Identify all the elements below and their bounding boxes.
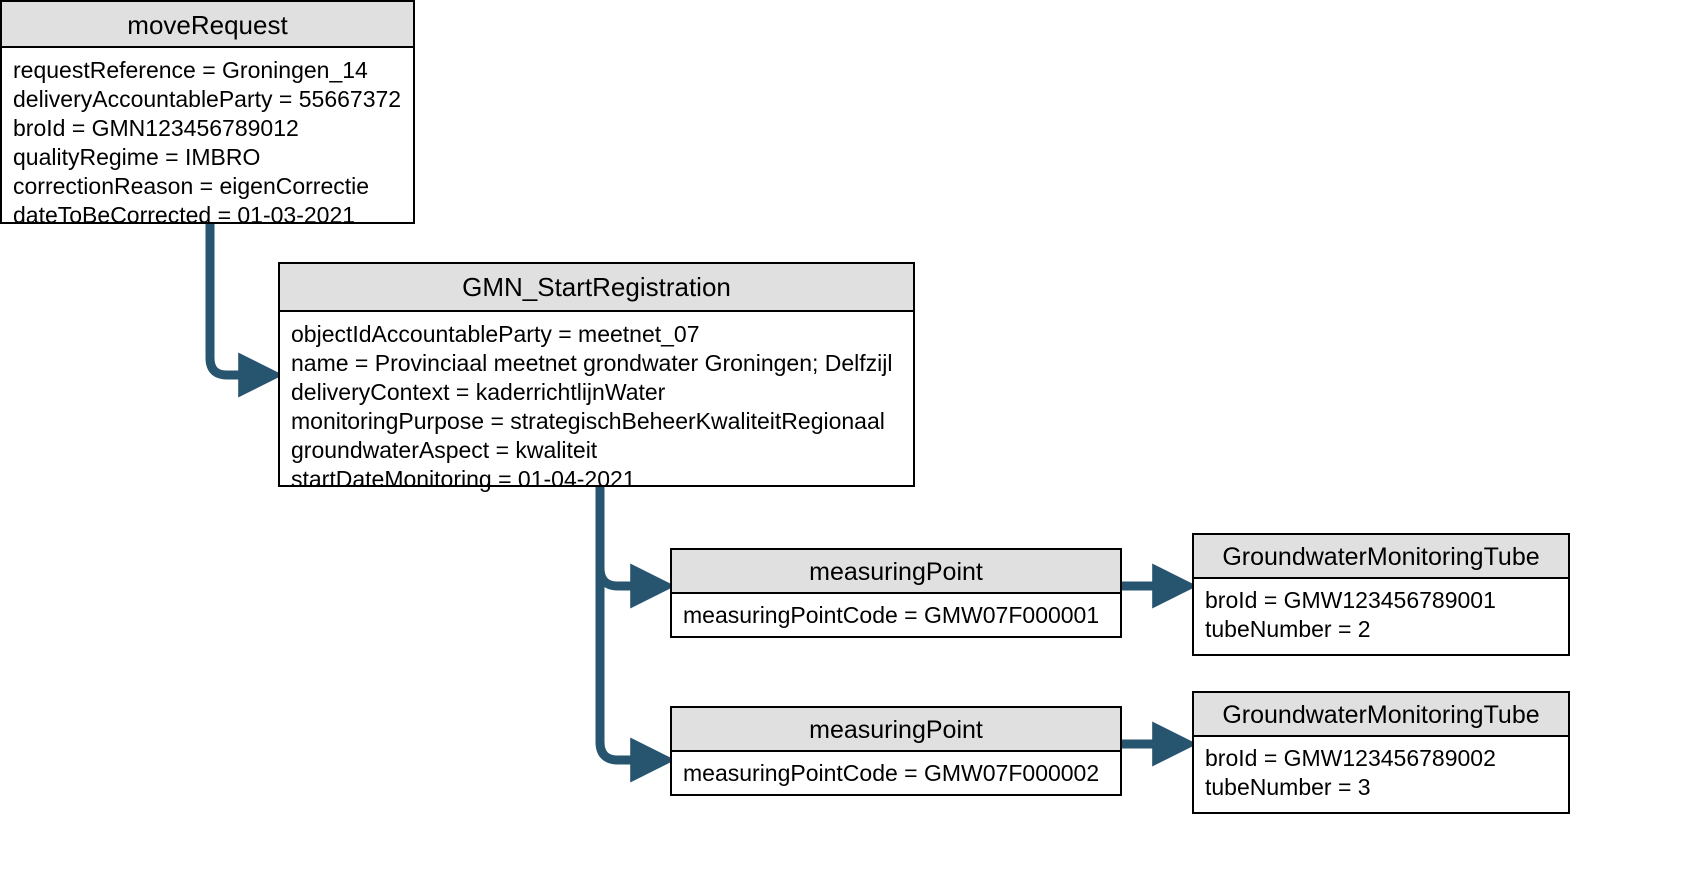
attribute-row: groundwaterAspect = kwaliteit: [291, 437, 598, 463]
attribute-row: deliveryContext = kaderrichtlijnWater: [291, 379, 666, 405]
attribute-row: startDateMonitoring = 01-04-2021: [291, 466, 636, 492]
box-measuring-point-2[interactable]: measuringPoint measuringPointCode = GMW0…: [670, 706, 1122, 796]
attribute-row: requestReference = Groningen_14: [13, 57, 368, 83]
box-attributes-groundwater-monitoring-tube-1: broId = GMW123456789001 tubeNumber = 2: [1194, 579, 1568, 652]
attribute-row: deliveryAccountableParty = 55667372: [13, 86, 402, 112]
box-attributes-move-request: requestReference = Groningen_14 delivery…: [2, 48, 413, 238]
box-groundwater-monitoring-tube-2[interactable]: GroundwaterMonitoringTube broId = GMW123…: [1192, 691, 1570, 814]
attribute-row: measuringPointCode = GMW07F000002: [683, 760, 1100, 786]
attribute-row: objectIdAccountableParty = meetnet_07: [291, 321, 700, 347]
attribute-row: dateToBeCorrected = 01-03-2021: [13, 202, 356, 228]
box-title-groundwater-monitoring-tube-1: GroundwaterMonitoringTube: [1194, 535, 1568, 579]
box-title-measuring-point-1: measuringPoint: [672, 550, 1120, 594]
box-attributes-measuring-point-1: measuringPointCode = GMW07F000001: [672, 594, 1120, 638]
attribute-row: broId = GMN123456789012: [13, 115, 299, 141]
attribute-row: qualityRegime = IMBRO: [13, 144, 261, 170]
attribute-row: broId = GMW123456789001: [1205, 587, 1496, 613]
box-measuring-point-1[interactable]: measuringPoint measuringPointCode = GMW0…: [670, 548, 1122, 638]
box-title-measuring-point-2: measuringPoint: [672, 708, 1120, 752]
attribute-row: tubeNumber = 2: [1205, 616, 1371, 642]
box-move-request[interactable]: moveRequest requestReference = Groningen…: [0, 0, 415, 228]
box-gmn-start-registration[interactable]: GMN_StartRegistration objectIdAccountabl…: [278, 262, 915, 492]
box-attributes-gmn-start-registration: objectIdAccountableParty = meetnet_07 na…: [280, 312, 913, 502]
box-attributes-measuring-point-2: measuringPointCode = GMW07F000002: [672, 752, 1120, 796]
box-title-move-request: moveRequest: [2, 2, 413, 48]
attribute-row: correctionReason = eigenCorrectie: [13, 173, 370, 199]
connector-move-request-to-gmn-start-registration: [205, 224, 284, 398]
box-title-gmn-start-registration: GMN_StartRegistration: [280, 264, 913, 312]
attribute-row: monitoringPurpose = strategischBeheerKwa…: [291, 408, 885, 434]
attribute-row: broId = GMW123456789002: [1205, 745, 1496, 771]
connector-gmn-start-registration-to-measuring-point-2: [595, 487, 676, 783]
box-groundwater-monitoring-tube-1[interactable]: GroundwaterMonitoringTube broId = GMW123…: [1192, 533, 1570, 656]
attribute-row: measuringPointCode = GMW07F000001: [683, 602, 1100, 628]
attribute-row: name = Provinciaal meetnet grondwater Gr…: [291, 350, 893, 376]
box-title-groundwater-monitoring-tube-2: GroundwaterMonitoringTube: [1194, 693, 1568, 737]
box-attributes-groundwater-monitoring-tube-2: broId = GMW123456789002 tubeNumber = 3: [1194, 737, 1568, 810]
attribute-row: tubeNumber = 3: [1205, 774, 1371, 800]
